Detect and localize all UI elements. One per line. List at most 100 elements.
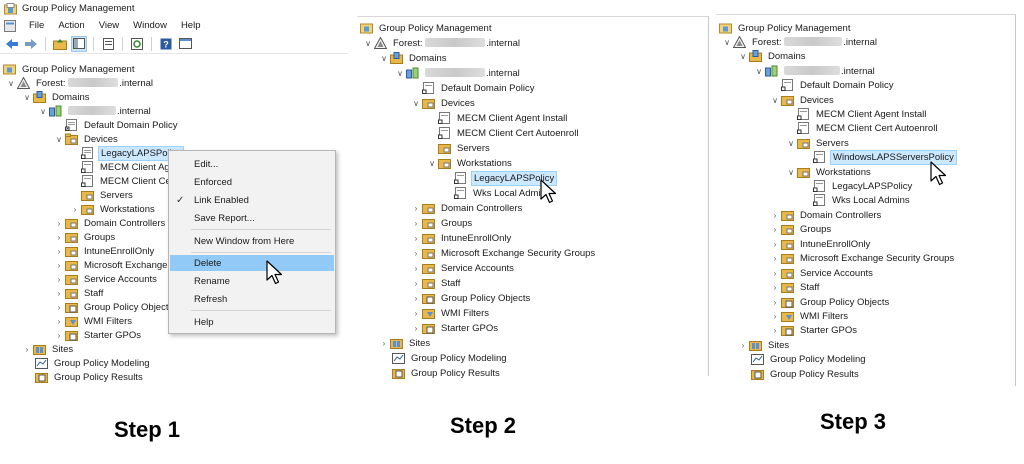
- tree-servers[interactable]: ∨ Servers: [786, 136, 851, 150]
- tree-gpo[interactable]: › Group Policy Objects: [770, 295, 891, 309]
- tree-windows-laps-servers-policy[interactable]: WindowsLAPSServersPolicy: [812, 149, 957, 165]
- tree-staff[interactable]: › Staff: [411, 276, 462, 290]
- tree-mecm-agent[interactable]: MECM Client Ag: [80, 160, 172, 174]
- tree-domain[interactable]: ∨ .internal: [395, 66, 522, 80]
- expand-arrow-icon[interactable]: ›: [57, 288, 61, 298]
- tree-mecm-agent[interactable]: MECM Client Agent Install: [796, 107, 928, 121]
- collapse-arrow-icon[interactable]: ∨: [24, 92, 30, 102]
- expand-arrow-icon[interactable]: ›: [57, 246, 61, 256]
- collapse-arrow-icon[interactable]: ∨: [40, 106, 46, 116]
- tree-wmi[interactable]: › WMI Filters: [770, 309, 850, 323]
- help-icon[interactable]: ?: [158, 36, 174, 52]
- expand-arrow-icon[interactable]: ›: [57, 316, 61, 326]
- expand-arrow-icon[interactable]: ›: [414, 323, 418, 333]
- tree-sites[interactable]: › Sites: [379, 336, 432, 350]
- tree-default-domain-policy[interactable]: Default Domain Policy: [780, 78, 895, 92]
- ctx-enforced[interactable]: Enforced: [194, 176, 233, 188]
- tree-domain-controllers[interactable]: › Domain Controllers: [411, 201, 524, 215]
- tree-workstations[interactable]: ∨ Workstations: [427, 156, 514, 170]
- tree-groups[interactable]: › Groups: [770, 222, 833, 236]
- tree-starter[interactable]: › Starter GPOs: [411, 321, 500, 335]
- expand-arrow-icon[interactable]: ›: [773, 325, 777, 335]
- collapse-arrow-icon[interactable]: ∨: [788, 138, 794, 148]
- expand-arrow-icon[interactable]: ›: [414, 233, 418, 243]
- tree-legacy-laps-policy[interactable]: LegacyLAPSPolicy: [812, 179, 914, 193]
- collapse-arrow-icon[interactable]: ∨: [772, 95, 778, 105]
- expand-arrow-icon[interactable]: ›: [57, 330, 61, 340]
- expand-arrow-icon[interactable]: ›: [414, 203, 418, 213]
- tree-workstations[interactable]: ∨ Workstations: [786, 165, 873, 179]
- ctx-help[interactable]: Help: [194, 316, 214, 328]
- tree-sites[interactable]: › Sites: [738, 338, 791, 352]
- tree-exchange[interactable]: › Microsoft Exchange: [54, 258, 169, 272]
- up-folder-icon[interactable]: [52, 36, 68, 52]
- expand-arrow-icon[interactable]: ›: [57, 218, 61, 228]
- expand-arrow-icon[interactable]: ›: [57, 274, 61, 284]
- ctx-link-enabled[interactable]: ✓Link Enabled: [170, 192, 334, 208]
- tree-root[interactable]: Group Policy Management: [359, 21, 493, 35]
- expand-arrow-icon[interactable]: ›: [57, 302, 61, 312]
- collapse-arrow-icon[interactable]: ∨: [8, 78, 14, 88]
- tree-devices[interactable]: ∨ Devices: [411, 96, 477, 110]
- tree-servers[interactable]: Servers: [80, 188, 135, 202]
- ctx-new-window[interactable]: New Window from Here: [194, 235, 295, 247]
- tree-mecm-cert[interactable]: MECM Client Cert Autoenroll: [437, 126, 580, 140]
- tree-domain[interactable]: ∨ .internal: [754, 64, 877, 78]
- tree-groups[interactable]: › Groups: [54, 230, 117, 244]
- menu-help[interactable]: Help: [180, 20, 201, 31]
- tree-exchange[interactable]: › Microsoft Exchange Security Groups: [411, 246, 597, 260]
- menu-view[interactable]: View: [98, 20, 120, 31]
- tree-legacy-laps-policy[interactable]: LegacyLAPSPolicy: [453, 170, 558, 186]
- expand-arrow-icon[interactable]: ›: [414, 218, 418, 228]
- tree-domain-controllers[interactable]: › Domain Controllers: [770, 208, 883, 222]
- collapse-arrow-icon[interactable]: ∨: [397, 68, 403, 78]
- expand-arrow-icon[interactable]: ›: [73, 204, 77, 214]
- tree-staff[interactable]: › Staff: [770, 280, 821, 294]
- tree-gpo[interactable]: › Group Policy Objects: [54, 300, 175, 314]
- expand-arrow-icon[interactable]: ›: [773, 297, 777, 307]
- tree-groups[interactable]: › Groups: [411, 216, 474, 230]
- tree-sites[interactable]: › Sites: [22, 342, 75, 356]
- tree-devices[interactable]: ∨ Devices: [770, 93, 836, 107]
- expand-arrow-icon[interactable]: ›: [57, 232, 61, 242]
- tree-workstations[interactable]: › Workstations: [70, 202, 157, 216]
- collapse-arrow-icon[interactable]: ∨: [740, 51, 746, 61]
- tree-results[interactable]: Group Policy Results: [391, 366, 502, 380]
- tree-results[interactable]: Group Policy Results: [750, 367, 861, 381]
- tree-intune[interactable]: › IntuneEnrollOnly: [411, 231, 513, 245]
- expand-arrow-icon[interactable]: ›: [773, 253, 777, 263]
- tree-domains[interactable]: ∨ Domains: [379, 51, 449, 65]
- expand-arrow-icon[interactable]: ›: [382, 338, 386, 348]
- tree-modeling[interactable]: Group Policy Modeling: [34, 356, 152, 370]
- tree-forest[interactable]: ∨ Forest: .internal: [363, 36, 522, 50]
- collapse-arrow-icon[interactable]: ∨: [365, 38, 371, 48]
- expand-arrow-icon[interactable]: ›: [773, 311, 777, 321]
- show-hide-tree-icon[interactable]: [71, 35, 87, 52]
- console-icon[interactable]: [177, 36, 193, 52]
- tree-gpo[interactable]: › Group Policy Objects: [411, 291, 532, 305]
- tree-intune[interactable]: › IntuneEnrollOnly: [54, 244, 156, 258]
- tree-root[interactable]: Group Policy Management: [718, 21, 852, 35]
- tree-wks-local-admins[interactable]: Wks Local Admin: [453, 186, 548, 200]
- expand-arrow-icon[interactable]: ›: [414, 293, 418, 303]
- tree-domains[interactable]: ∨ Domains: [22, 90, 92, 104]
- collapse-arrow-icon[interactable]: ∨: [381, 53, 387, 63]
- ctx-rename[interactable]: Rename: [194, 275, 230, 287]
- forward-arrow-icon[interactable]: [23, 36, 39, 52]
- expand-arrow-icon[interactable]: ›: [414, 278, 418, 288]
- collapse-arrow-icon[interactable]: ∨: [756, 66, 762, 76]
- refresh-icon[interactable]: [129, 36, 145, 52]
- tree-mecm-cert[interactable]: MECM Client Ce: [80, 174, 173, 188]
- ctx-edit[interactable]: Edit...: [194, 158, 219, 170]
- tree-mecm-agent[interactable]: MECM Client Agent Install: [437, 111, 569, 125]
- tree-modeling[interactable]: Group Policy Modeling: [391, 351, 509, 365]
- expand-arrow-icon[interactable]: ›: [773, 268, 777, 278]
- tree-staff[interactable]: › Staff: [54, 286, 105, 300]
- tree-root[interactable]: Group Policy Management: [2, 62, 136, 76]
- tree-forest[interactable]: ∨ Forest: .internal: [6, 76, 155, 90]
- tree-exchange[interactable]: › Microsoft Exchange Security Groups: [770, 251, 956, 265]
- tree-intune[interactable]: › IntuneEnrollOnly: [770, 237, 872, 251]
- properties-icon[interactable]: [100, 36, 116, 52]
- tree-servers[interactable]: Servers: [437, 141, 492, 155]
- tree-starter[interactable]: › Starter GPOs: [54, 328, 143, 342]
